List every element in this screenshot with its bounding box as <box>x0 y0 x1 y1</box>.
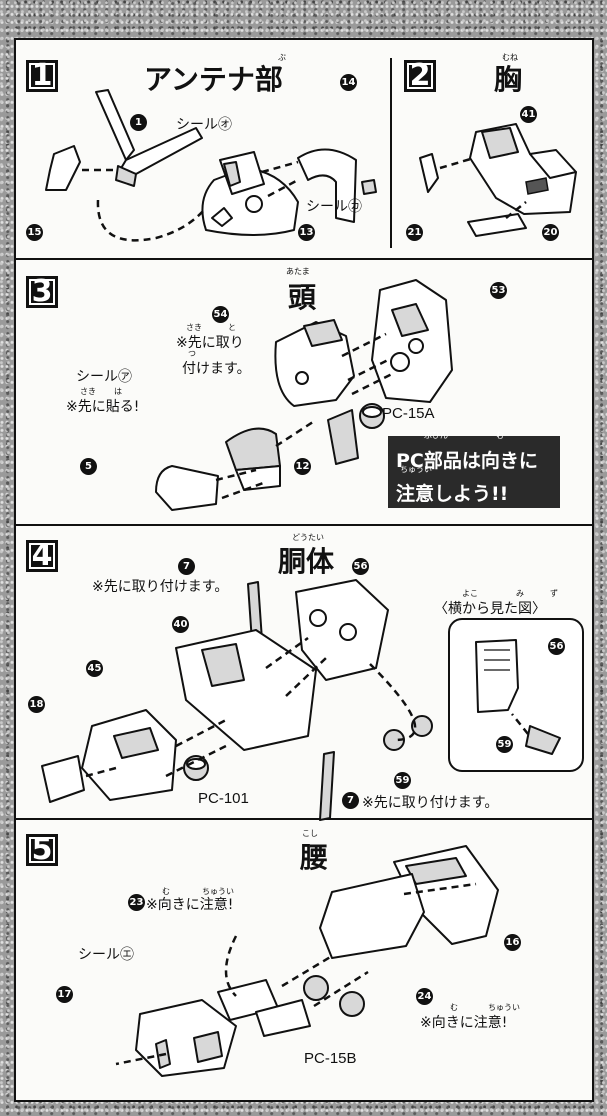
step1-title-ruby: ぶ <box>278 53 286 62</box>
part-number-17: 17 <box>56 986 73 1003</box>
part-number-16: 16 <box>504 934 521 951</box>
step5-ruby-mu-24: む <box>450 1003 458 1012</box>
step-number-5: 5 <box>26 834 58 866</box>
step4-pc101-label: PC-101 <box>198 790 249 807</box>
step5-pc15b-label: PC-15B <box>304 1050 357 1067</box>
step3-attach-note-line1: ※先に取り <box>176 335 244 351</box>
part-number-24: 24 <box>416 988 433 1005</box>
step3-ruby-to: と <box>228 323 236 332</box>
step3-head-illustration <box>155 279 453 511</box>
part-number-18: 18 <box>28 696 45 713</box>
step-number-3: 3 <box>26 276 58 308</box>
side-view-part-59: 59 <box>496 736 513 753</box>
step-number-1: 1 <box>26 60 58 92</box>
step4-attach-note-bottom: ※先に取り付けます。 <box>362 795 499 811</box>
part-number-12: 12 <box>294 458 311 475</box>
step5-direction-note-24: ※向きに注意! <box>420 1015 508 1031</box>
step1-antenna-illustration <box>45 89 377 242</box>
part-number-40: 40 <box>172 616 189 633</box>
step5-seal-e-label: シール㋓ <box>78 947 134 963</box>
divider-1 <box>16 258 592 260</box>
part-number-7-bottom: 7 <box>342 792 359 809</box>
side-view-illustration <box>475 639 561 755</box>
side-view-ruby-zu: ず <box>550 589 558 598</box>
step1-seal-ka-label: シール㋕ <box>306 199 362 215</box>
part-number-56: 56 <box>352 558 369 575</box>
step3-paste-note: ※先に貼る! <box>66 399 140 415</box>
step5-ruby-mu-23: む <box>162 887 170 896</box>
step3-ruby-tsu: つ <box>188 349 196 358</box>
step3-ruby-ha: は <box>114 387 122 396</box>
step3-attach-note-line2: 付けます。 <box>182 361 251 377</box>
step5-ruby-chuui-24: ちゅうい <box>488 1003 520 1012</box>
part-number-45: 45 <box>86 660 103 677</box>
step4-title: 胴体 <box>278 545 335 578</box>
side-view-ruby-yoko: よこ <box>462 589 478 598</box>
step3-pc-warning-box: PC部品は向きに 注意しよう!! <box>388 436 560 508</box>
step2-chest-illustration <box>419 123 577 237</box>
part-number-53: 53 <box>490 282 507 299</box>
step3-ruby-saki-2: さき <box>80 387 96 396</box>
part-number-13: 13 <box>298 224 315 241</box>
warning-ruby-chuui: ちゅうい <box>400 465 432 474</box>
warning-line-2: 注意しよう!! <box>396 483 509 505</box>
step3-seal-a-label: シール㋐ <box>76 369 132 385</box>
part-number-1: 1 <box>130 114 147 131</box>
part-number-59: 59 <box>394 772 411 789</box>
step4-title-ruby: どうたい <box>292 533 324 542</box>
part-number-20: 20 <box>542 224 559 241</box>
part-number-7-top: 7 <box>178 558 195 575</box>
step5-title-ruby: こし <box>302 829 318 838</box>
part-number-23: 23 <box>128 894 145 911</box>
step5-waist-illustration <box>115 845 499 1077</box>
part-number-41: 41 <box>520 106 537 123</box>
step5-direction-note-23: ※向きに注意! <box>146 897 234 913</box>
step3-title-ruby: あたま <box>286 267 310 276</box>
step4-body-illustration <box>41 579 433 821</box>
step2-title: 胸 <box>494 63 523 96</box>
instruction-sheet: 1 ぶ アンテナ部 シール㋔ シール㋕ 1 14 15 13 2 むね 胸 <box>14 38 594 1102</box>
step3-title: 頭 <box>288 281 317 314</box>
step1-seal-o-label: シール㋔ <box>176 117 232 133</box>
warning-ruby-buhin: ぶひん <box>424 431 448 440</box>
side-view-title: 〈横から見た図〉 <box>434 601 546 617</box>
step-number-2: 2 <box>404 60 436 92</box>
step-number-4: 4 <box>26 540 58 572</box>
step5-title: 腰 <box>300 841 329 874</box>
step3-pc15a-label: PC-15A <box>382 405 435 422</box>
step2-title-ruby: むね <box>502 53 518 62</box>
step5-ruby-chuui-23: ちゅうい <box>202 887 234 896</box>
part-number-14: 14 <box>340 74 357 91</box>
divider-vertical <box>390 58 392 248</box>
part-number-54: 54 <box>212 306 229 323</box>
warning-line-1: PC部品は向きに <box>396 450 538 472</box>
warning-ruby-mu: む <box>496 431 504 440</box>
part-number-5: 5 <box>80 458 97 475</box>
divider-3 <box>16 818 592 820</box>
step4-attach-note-top: ※先に取り付けます。 <box>92 579 229 595</box>
part-number-21: 21 <box>406 224 423 241</box>
step3-ruby-saki: さき <box>186 323 202 332</box>
side-view-part-56: 56 <box>548 638 565 655</box>
divider-2 <box>16 524 592 526</box>
step1-title: アンテナ部 <box>144 63 283 96</box>
part-number-15: 15 <box>26 224 43 241</box>
side-view-ruby-mi: み <box>516 589 524 598</box>
